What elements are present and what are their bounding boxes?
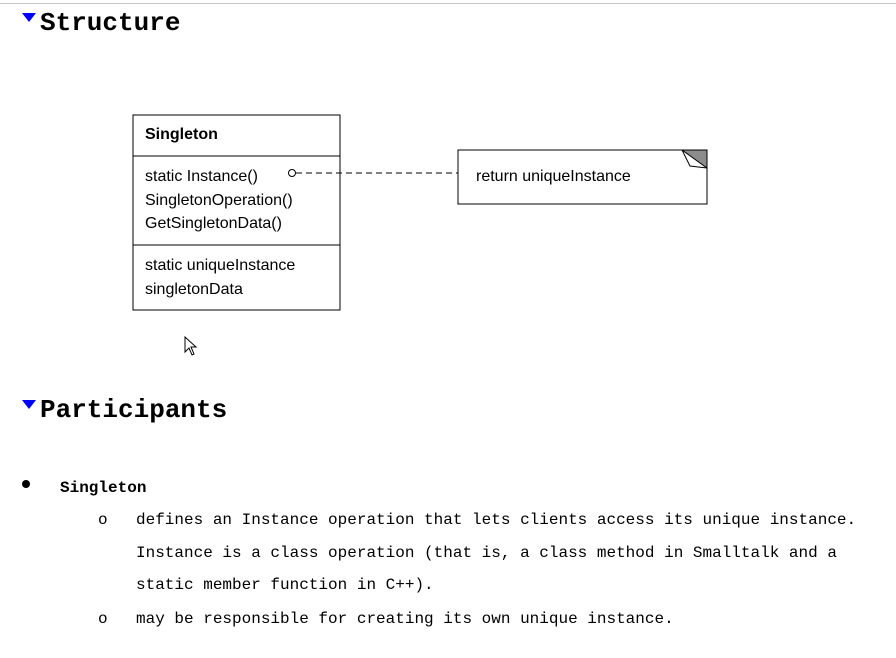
triangle-down-icon[interactable] [22,13,36,22]
structure-title: Structure [40,8,181,38]
sub-bullet-marker: o [98,511,108,529]
participant-description-1: defines an Instance operation that lets … [136,511,857,594]
note-text: return uniqueInstance [476,168,631,185]
class-box [132,114,341,311]
participant-description-2: may be responsible for creating its own … [136,610,674,628]
participants-title: Participants [40,395,228,425]
class-name: Singleton [145,126,218,143]
attribute-singleton-data: singletonData [145,281,243,298]
note-fold-corner [680,149,708,169]
operation-instance: static Instance() [145,168,258,185]
participants-heading[interactable]: Participants [22,395,227,425]
structure-heading[interactable]: Structure [22,8,180,38]
connector-origin-circle [288,169,296,177]
operation-get-singleton-data: GetSingletonData() [145,215,282,232]
sub-bullet-marker: o [98,610,108,628]
note-fold-edge [681,149,708,169]
operation-singleton-operation: SingletonOperation() [145,192,293,209]
participant-name: Singleton [60,479,147,497]
attribute-unique-instance: static uniqueInstance [145,257,295,274]
mouse-pointer-icon [184,336,198,356]
singleton-class-diagram: Singleton static Instance() SingletonOpe… [132,114,708,311]
bullet-icon [22,480,30,488]
top-divider [0,3,896,4]
triangle-down-icon[interactable] [22,400,36,409]
note-box [457,149,708,205]
